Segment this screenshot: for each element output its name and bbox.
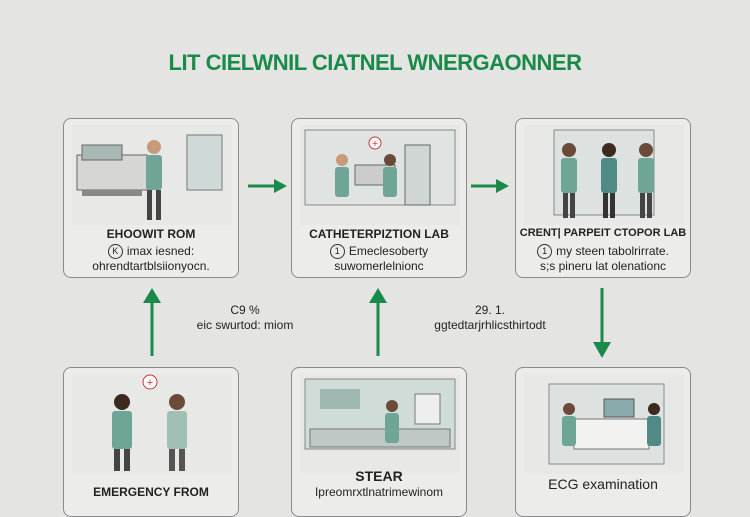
- step-desc-line: suwomerlelnionc: [334, 259, 424, 274]
- staff-group-illustration: [524, 125, 684, 225]
- note-value: 29. 1.: [474, 303, 506, 317]
- transition-note: 29. 1.ggtedtarjrhlicsthirtodt: [405, 303, 575, 333]
- arrow-down-icon: [593, 288, 611, 358]
- note-text: ggtedtarjrhlicsthirtodt: [434, 318, 546, 332]
- doctors-illustration: +: [72, 374, 232, 474]
- procedure-room-illustration: [300, 374, 460, 474]
- svg-text:+: +: [372, 139, 378, 150]
- step-desc-line: my steen tabolrirrate.: [556, 244, 669, 258]
- ecg-room-illustration: [524, 374, 684, 474]
- step-description: Ipreomrxtlnatrimewinom: [314, 485, 444, 499]
- step-label: EMERGENCY FROM: [93, 485, 209, 499]
- step-desc-line: s;s pineru lat olenationc: [539, 259, 667, 274]
- step-label: CRENT| PARPEIT CTOPOR LAB: [519, 227, 687, 239]
- hospital-bed-illustration: [72, 125, 232, 225]
- transition-note: C9 %eic swurtod: miom: [175, 303, 315, 333]
- svg-text:+: +: [147, 377, 153, 389]
- step-label: ECG examination: [548, 476, 658, 492]
- note-text: eic swurtod: miom: [196, 318, 294, 332]
- note-value: C9 %: [230, 303, 260, 317]
- step-desc-line: Emeclesoberty: [348, 244, 429, 258]
- diagram-title: LIT CIELWNIL CIATNEL WNERGAONNER: [168, 50, 583, 75]
- step-label: STEAR: [355, 468, 403, 484]
- arrow-right-icon: [471, 179, 509, 193]
- step-label: CATHETERPIZTION LAB: [309, 227, 449, 241]
- flow-arrows: [143, 179, 611, 358]
- arrow-up-icon: [369, 288, 387, 356]
- cath-lab-illustration: +: [300, 125, 460, 225]
- step-label: EHOOWIT ROM: [106, 227, 196, 241]
- step-desc-line: imax iesned:: [126, 244, 195, 258]
- step-card-ecg-examination: ECG examination: [515, 367, 691, 517]
- step-card-emergency-from: + EMERGENCY FROM: [63, 367, 239, 517]
- arrow-up-icon: [143, 288, 161, 356]
- arrow-right-icon: [248, 179, 287, 193]
- step-desc-line: ohrendtartblsiionyocn.: [92, 259, 210, 274]
